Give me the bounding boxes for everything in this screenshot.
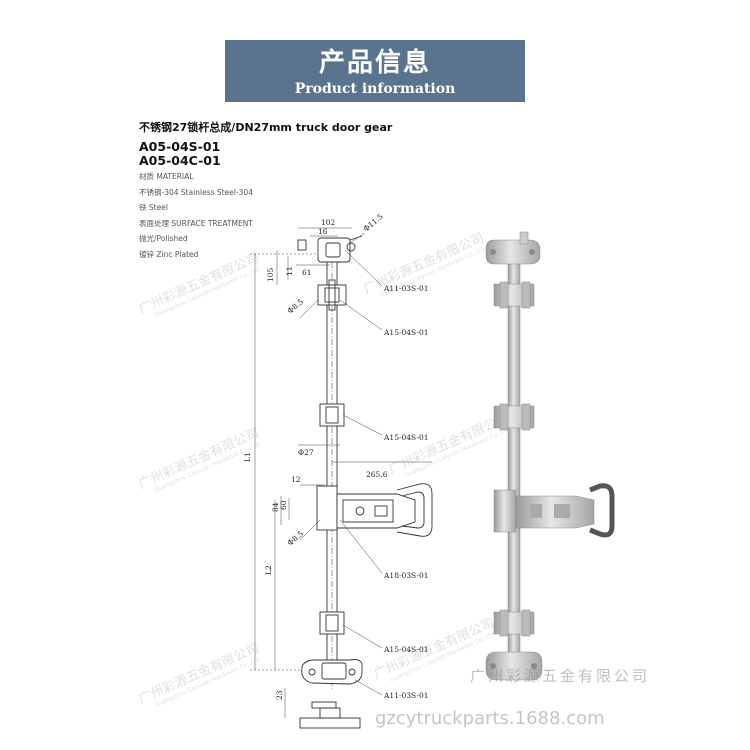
dim-pin-mid: Φ8.5 xyxy=(286,529,306,548)
dim-handle-length: 265.6 xyxy=(366,470,388,479)
part-label: A15-04S-01 xyxy=(383,433,429,442)
dim-23: 23 xyxy=(275,690,284,700)
line-drawing xyxy=(297,235,433,729)
part-label: A11-03S-01 xyxy=(383,284,429,293)
spec-list: 材质 MATERIAL 不锈钢-304 Stainless Steel-304 … xyxy=(139,169,499,262)
rod-render xyxy=(507,249,521,671)
side-view-drawing xyxy=(299,701,361,729)
product-info-block: 不锈钢27锁杆总成/DN27mm truck door gear A05-04S… xyxy=(139,120,499,262)
bracket-render-1 xyxy=(493,281,535,309)
dim-84: 84 xyxy=(271,502,280,512)
product-render xyxy=(485,231,615,681)
dim-60: 60 xyxy=(279,500,288,510)
spec-line: 镀锌 Zinc Plated xyxy=(139,249,199,259)
dimension-labels: 102 16 Φ11.5 105 11 61 Φ8.5 L1 Φ27 12 26… xyxy=(243,212,388,700)
top-keeper-render xyxy=(485,231,541,265)
spec-line: 不锈钢-304 Stainless Steel-304 xyxy=(139,187,253,197)
dim-pin-top: Φ8.5 xyxy=(286,297,306,316)
dim-61: 61 xyxy=(302,268,312,277)
part-label: A11-03S-01 xyxy=(383,691,429,700)
banner-title-cn: 产品信息 xyxy=(318,48,431,78)
dim-hole: Φ11.5 xyxy=(362,212,385,234)
bracket-render-2 xyxy=(493,403,535,431)
footer-watermark-url: gzcytruckparts.1688.com xyxy=(375,708,605,729)
dim-h105: 105 xyxy=(266,267,275,282)
dim-L2: L2 xyxy=(264,565,273,575)
product-title: 不锈钢27锁杆总成/DN27mm truck door gear xyxy=(139,121,393,134)
dim-L1: L1 xyxy=(243,452,252,462)
part-label: A18-03S-01 xyxy=(383,571,429,580)
dim-11: 11 xyxy=(285,266,294,276)
spec-line: 抛光/Polished xyxy=(139,234,188,243)
product-info-banner: 产品信息 Product information xyxy=(225,40,525,102)
spec-line: 材质 MATERIAL xyxy=(139,172,194,181)
handle-drawing xyxy=(316,483,433,537)
bracket-drawing-1 xyxy=(319,403,345,427)
part-label: A15-04S-01 xyxy=(383,645,429,654)
dimension-lines xyxy=(250,227,432,718)
spec-line: 表面处理 SURFACE TREATMENT xyxy=(139,218,253,228)
banner-title-en: Product information xyxy=(294,81,456,97)
spec-line: 铁 Steel xyxy=(139,203,168,212)
handle-render xyxy=(493,483,615,538)
dim-rod: Φ27 xyxy=(298,448,314,457)
part-label: A15-04S-01 xyxy=(383,328,429,337)
model-number: A05-04C-01 xyxy=(139,153,221,168)
top-bracket-drawing xyxy=(317,279,347,311)
bottom-keeper-drawing xyxy=(301,659,363,685)
dim-top-inner: 16 xyxy=(318,227,328,236)
bracket-drawing-2 xyxy=(319,611,345,635)
footer-watermark-cn: 广州彩源五金有限公司 xyxy=(470,667,651,685)
top-keeper-drawing xyxy=(297,235,363,263)
dim-top-width: 102 xyxy=(321,218,336,227)
part-labels: A11-03S-01 A15-04S-01 A15-04S-01 A18-03S… xyxy=(383,284,429,700)
dim-12: 12 xyxy=(291,475,301,484)
model-number: A05-04S-01 xyxy=(139,139,221,154)
bottom-keeper-render xyxy=(485,651,543,681)
bracket-render-3 xyxy=(493,609,535,637)
